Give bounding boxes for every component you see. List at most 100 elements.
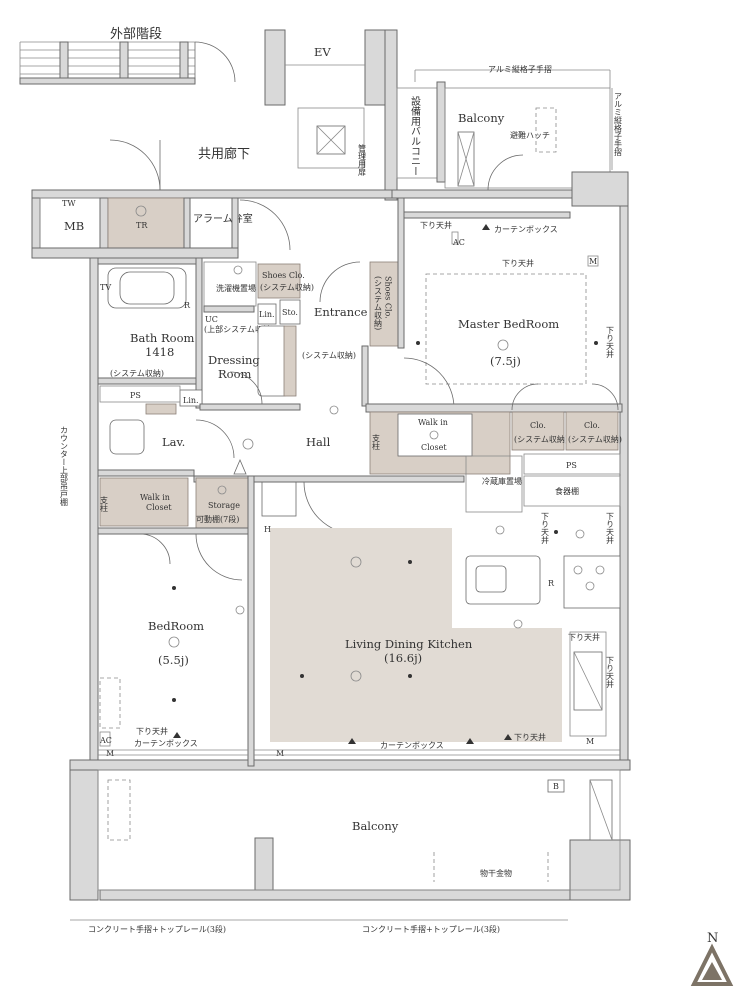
- lower-ceiling-1: 下り天井: [420, 220, 452, 230]
- walk-in-closet-2-b: Closet: [146, 503, 172, 512]
- system-storage-2-label: (システム収納): [374, 276, 383, 330]
- bath-r: R: [184, 301, 191, 310]
- lav-area: PS カウンター上部吊戸棚 Lav.: [60, 385, 235, 507]
- dry-hardware-label: 物干金物: [480, 868, 512, 878]
- kitchen-storage: PS 冷蔵庫置場 食器棚: [465, 453, 621, 513]
- m-3: M: [276, 749, 284, 758]
- bedroom: BedRoom (5.5j) 下り天井 カーテンボックス AC M: [99, 586, 245, 758]
- escape-hatch-label: 避難ハッチ: [510, 130, 550, 140]
- master-size-label: (7.5j): [490, 354, 521, 368]
- kitchen: R M: [465, 525, 621, 746]
- lower-ceiling-6: 下り天井: [606, 512, 615, 545]
- walk-in-closet-1-a: Walk in: [418, 418, 448, 427]
- corridor: 共用廊下 管理用扉: [109, 107, 367, 191]
- walk-in-closet-1-b: Closet: [421, 443, 447, 452]
- master-bedroom-label: Master BedRoom: [458, 317, 559, 331]
- ldk-label: Living Dining Kitchen: [345, 637, 473, 651]
- lin-2-label: Lin.: [183, 396, 199, 405]
- windows: [98, 749, 620, 756]
- uc-label: UC: [205, 315, 218, 324]
- north-label: N: [707, 931, 718, 946]
- ev-label: EV: [314, 45, 331, 59]
- washer-label: 洗濯機置場: [216, 283, 256, 293]
- lower-ceiling-2: 下り天井: [502, 258, 534, 268]
- master-bedroom: 下り天井 カーテンボックス 下り天井 AC Master BedRoom (7.…: [361, 211, 615, 409]
- movable-shelf: 可動棚(7段): [196, 514, 239, 524]
- ldk-h: H: [264, 525, 271, 534]
- room-label: Room: [218, 367, 252, 381]
- bottom-balcony: B Balcony 物干金物 コンクリート手摺+トップレール(3段) コンクリー…: [70, 769, 621, 934]
- walk-in-closet-2-a: Walk in: [140, 493, 170, 502]
- bath-area: TV Bath Room 1418 (システム収納) R: [97, 257, 203, 409]
- mb-label: MB: [64, 219, 84, 233]
- curtain-box-3: カーテンボックス: [380, 741, 444, 750]
- curtain-box-2: カーテンボックス: [134, 739, 198, 748]
- exterior-stairs: 外部階段: [19, 27, 236, 85]
- sto-label: Sto.: [282, 308, 298, 317]
- ldk-size: (16.6j): [384, 651, 422, 665]
- ps-1: PS: [130, 391, 141, 400]
- curtain-box-1: カーテンボックス: [494, 225, 558, 234]
- washer-area: 洗濯機置場 UC (上部システム収納) Dressing Room Lin.: [179, 261, 301, 411]
- lower-ceiling-8: 下り天井: [606, 656, 615, 689]
- bath-room-label: Bath Room: [130, 331, 194, 345]
- top-balcony: 設備用バルコニー Balcony 避難ハッチ FIX: [384, 29, 611, 201]
- ac-1: AC: [452, 238, 465, 247]
- kitchen-r: R: [548, 579, 555, 588]
- balcony-top-label: Balcony: [458, 111, 505, 125]
- system-storage-4-label: (システム収納): [302, 350, 356, 360]
- system-storage-label: (システム収納): [260, 282, 314, 292]
- tr-label: TR: [136, 221, 148, 230]
- handrail-top: アルミ縦格子手摺 アルミ縦格子手摺: [414, 64, 623, 170]
- concrete-rail-left: コンクリート手摺+トップレール(3段): [88, 924, 226, 934]
- alarm-valve-label: アラーム弁室: [193, 212, 253, 225]
- pillar-2: 支柱: [100, 495, 109, 513]
- dressing-label: Dressing: [208, 353, 260, 367]
- lower-ceiling-7: 下り天井: [568, 632, 600, 642]
- lower-ceiling-3: 下り天井: [606, 326, 615, 359]
- bedroom-closets: 支柱 Walk in Closet Storage 可動棚(7段): [97, 475, 255, 767]
- system-storage-3: (システム収納): [110, 368, 164, 378]
- upper-storage: (上部システム収納): [204, 324, 274, 334]
- concrete-rail-right: コンクリート手摺+トップレール(3段): [362, 924, 500, 934]
- bedroom-label: BedRoom: [148, 619, 204, 633]
- hall: Hall: [193, 405, 465, 535]
- shoes-clo-label: Shoes Clo.: [262, 271, 305, 280]
- common-corridor-label: 共用廊下: [198, 146, 250, 162]
- clo-2: Clo.: [584, 421, 600, 430]
- hall-label: Hall: [306, 435, 331, 449]
- outer-stairs-label: 外部階段: [110, 27, 162, 42]
- shoes-clo-2-label: Shoes Clo.: [384, 276, 393, 319]
- equipment-balcony-label: 設備用バルコニー: [409, 95, 421, 176]
- bath-tv: TV: [100, 283, 111, 292]
- lav-label: Lav.: [162, 435, 185, 449]
- lower-ceiling-9: 下り天井: [514, 732, 546, 742]
- elevator: EV: [264, 29, 386, 106]
- clo-1: Clo.: [530, 421, 546, 430]
- lin-1-label: Lin.: [259, 310, 275, 319]
- dish-shelf: 食器棚: [555, 486, 579, 496]
- north-compass: N: [690, 931, 734, 986]
- entrance-label: Entrance: [314, 305, 368, 319]
- handrail-right-label: アルミ縦格子手摺: [614, 92, 623, 157]
- ldk: H Living Dining Kitchen (16.6j) 下り天井 下り天…: [264, 512, 615, 758]
- master-closets: Walk in Closet 支柱 Clo. (システム収納) Clo. (シス…: [365, 383, 623, 475]
- bedroom-size: (5.5j): [158, 653, 189, 667]
- meter-door-label: 管理用扉: [358, 143, 367, 177]
- lower-ceiling-5: 下り天井: [541, 512, 550, 545]
- m-2: M: [106, 749, 114, 758]
- clo-2-sub: (システム収納): [568, 434, 622, 444]
- m-4: M: [586, 737, 594, 746]
- b-label: B: [553, 782, 559, 791]
- ps-2: PS: [566, 461, 577, 470]
- handrail-top-label: アルミ縦格子手摺: [488, 64, 552, 74]
- ac-2: AC: [99, 736, 112, 745]
- pillar-1: 支柱: [372, 433, 381, 451]
- balcony-bottom-label: Balcony: [352, 819, 399, 833]
- storage-label: Storage: [208, 501, 240, 510]
- m-1: M: [589, 257, 597, 266]
- bath-size-label: 1418: [145, 345, 174, 359]
- clo-1-sub: (システム収納): [514, 434, 568, 444]
- lower-ceiling-4: 下り天井: [136, 726, 168, 736]
